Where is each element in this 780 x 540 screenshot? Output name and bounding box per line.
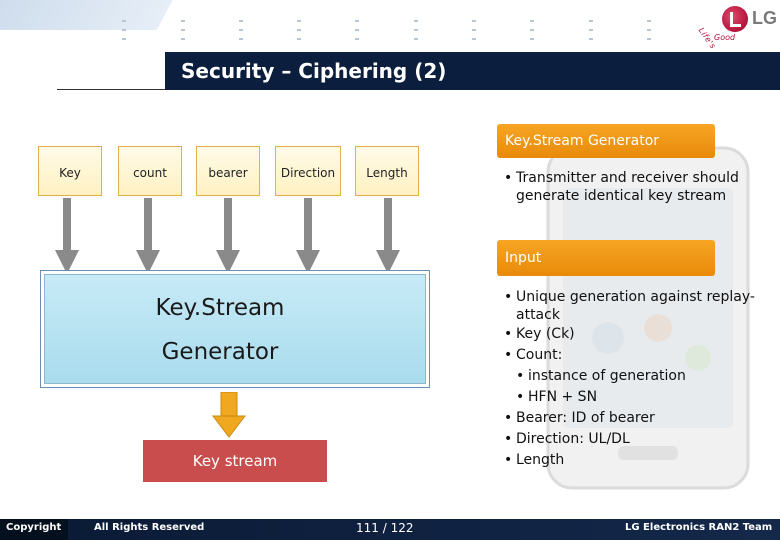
down-arrow-icon — [376, 198, 400, 274]
list-item: instance of generation — [504, 366, 774, 387]
lg-logo: LG Life's Good — [697, 2, 780, 51]
title-bar: Security – Ciphering (2) — [165, 52, 780, 90]
input-label: Input — [497, 240, 715, 276]
header-dashes — [355, 20, 359, 47]
input-box-count: count — [118, 146, 182, 196]
list-item: Key (Ck) — [504, 324, 774, 345]
header-dashes — [297, 20, 301, 47]
header-dashes — [122, 20, 126, 47]
footer-rights: All Rights Reserved — [94, 522, 205, 533]
list-item: Unique generation against replay-attack — [504, 288, 774, 324]
logo-tagline: Good — [714, 33, 736, 42]
input-box-length: Length — [355, 146, 419, 196]
down-arrow-icon — [296, 198, 320, 274]
keystream-output-box: Key stream — [143, 440, 327, 482]
footer-copyright: Copyright — [6, 522, 62, 533]
input-bullet-list: Unique generation against replay-attack … — [504, 288, 774, 471]
slide-title: Security – Ciphering (2) — [181, 59, 447, 83]
generator-bullet-list: Transmitter and receiver should generate… — [504, 170, 754, 205]
list-item: HFN + SN — [504, 387, 774, 408]
keystream-generator-inner: Key.Stream Generator — [44, 274, 426, 384]
header-dashes — [589, 20, 593, 47]
generator-label-line2: Generator — [161, 339, 279, 365]
header-sweep — [0, 0, 184, 30]
down-arrow-icon — [216, 198, 240, 274]
down-arrow-icon — [136, 198, 160, 274]
page-number: 111 / 122 — [356, 521, 414, 535]
generator-label-line1: Key.Stream — [155, 295, 285, 321]
header-decoration — [0, 0, 780, 60]
lg-logo-icon — [722, 6, 748, 32]
header-dashes — [414, 20, 418, 47]
list-item: Length — [504, 450, 774, 471]
keystream-generator-label: Key.Stream Generator — [497, 124, 715, 158]
title-underline — [57, 89, 165, 90]
footer-bar: Copyright All Rights Reserved 111 / 122 … — [0, 519, 780, 540]
logo-brand: LG — [752, 8, 777, 28]
header-dashes — [647, 20, 651, 47]
footer-copyright-tab — [0, 519, 68, 540]
down-arrow-icon — [55, 198, 79, 274]
header-dashes — [181, 20, 185, 47]
list-item: Count: — [504, 345, 774, 366]
list-item: Direction: UL/DL — [504, 429, 774, 450]
input-box-key: Key — [38, 146, 102, 196]
output-arrow-icon — [212, 392, 246, 438]
header-dashes — [239, 20, 243, 47]
list-item: Bearer: ID of bearer — [504, 408, 774, 429]
keystream-generator-box: Key.Stream Generator — [40, 270, 430, 388]
input-box-bearer: bearer — [196, 146, 260, 196]
input-box-direction: Direction — [275, 146, 341, 196]
header-dashes — [530, 20, 534, 47]
footer-team: LG Electronics RAN2 Team — [625, 522, 773, 533]
header-dashes — [472, 20, 476, 47]
list-item: Transmitter and receiver should generate… — [504, 170, 754, 205]
